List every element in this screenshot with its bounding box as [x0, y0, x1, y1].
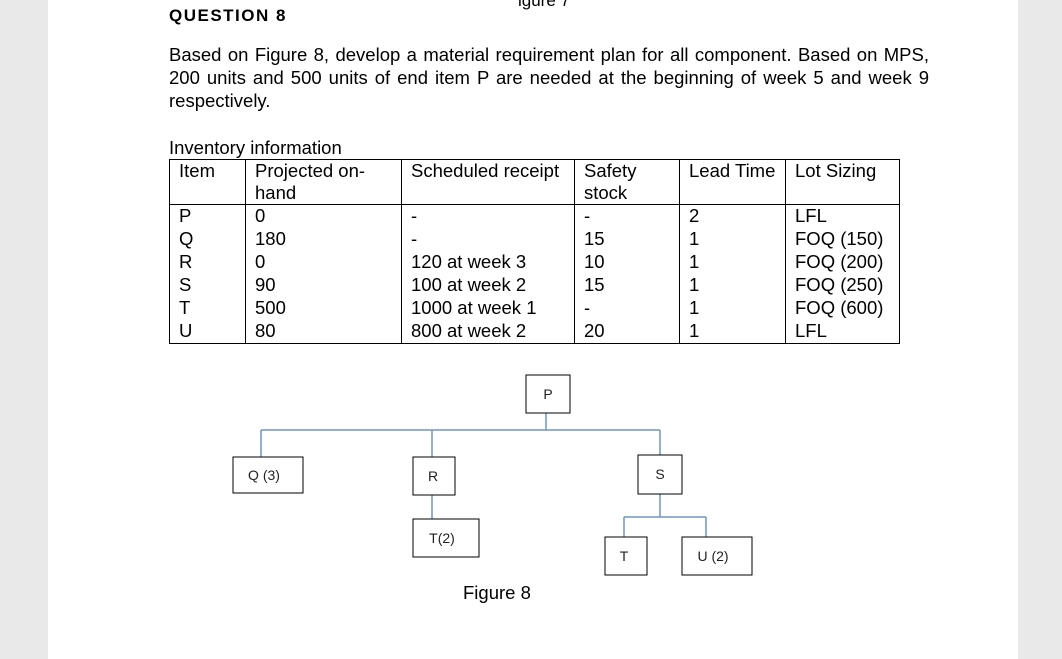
node-t-box — [604, 536, 648, 576]
cell-on-hand: 500 — [245, 297, 402, 320]
cell-scheduled-receipt: 800 at week 2 — [401, 320, 575, 344]
inventory-label: Inventory information — [169, 137, 342, 158]
document-page: igure 7 QUESTION 8 Based on Figure 8, de… — [48, 0, 1018, 659]
cell-lot-sizing: FOQ (250) — [785, 274, 900, 297]
tree-connectors — [260, 413, 707, 537]
node-u-box — [681, 536, 753, 576]
question-title: QUESTION 8 — [169, 6, 287, 25]
question-paragraph: Based on Figure 8, develop a material re… — [169, 44, 929, 111]
cell-lot-sizing: FOQ (150) — [785, 228, 900, 251]
cell-item: R — [169, 251, 246, 274]
node-t2-label: T(2) — [429, 530, 455, 546]
cell-safety-stock: 10 — [574, 251, 680, 274]
figure-caption: Figure 8 — [463, 582, 531, 603]
cell-safety-stock: 20 — [574, 320, 680, 344]
cell-on-hand: 180 — [245, 228, 402, 251]
cell-item: Q — [169, 228, 246, 251]
product-structure-tree: P Q (3) R S T(2) T U (2) — [232, 374, 753, 576]
cell-item: P — [169, 204, 246, 228]
node-u-label: U (2) — [697, 548, 728, 564]
node-t2-box — [412, 518, 480, 558]
cell-lot-sizing: LFL — [785, 320, 900, 344]
node-s-label: S — [655, 466, 664, 482]
header-lead-time: Lead Time — [679, 159, 786, 205]
header-item: Item — [169, 159, 246, 205]
node-r-box — [412, 456, 456, 496]
node-q-label: Q (3) — [248, 467, 280, 483]
cell-item: S — [169, 274, 246, 297]
header-lot-sizing: Lot Sizing — [785, 159, 900, 205]
inventory-table: Item Projected on-hand Scheduled receipt… — [169, 159, 900, 344]
cell-scheduled-receipt: 120 at week 3 — [401, 251, 575, 274]
node-r-label: R — [428, 468, 438, 484]
cell-lot-sizing: FOQ (600) — [785, 297, 900, 320]
table-header-row: Item Projected on-hand Scheduled receipt… — [169, 159, 900, 205]
cell-on-hand: 90 — [245, 274, 402, 297]
cell-lot-sizing: LFL — [785, 204, 900, 228]
previous-caption-fragment: igure 7 — [518, 0, 570, 10]
node-p-box — [525, 374, 571, 414]
node-t-label: T — [620, 548, 629, 564]
cell-on-hand: 80 — [245, 320, 402, 344]
node-p-label: P — [543, 386, 552, 402]
cell-safety-stock: 15 — [574, 228, 680, 251]
header-on-hand: Projected on-hand — [245, 159, 402, 205]
node-q-box — [232, 456, 304, 494]
node-s-box — [637, 454, 683, 495]
cell-lot-sizing: FOQ (200) — [785, 251, 900, 274]
